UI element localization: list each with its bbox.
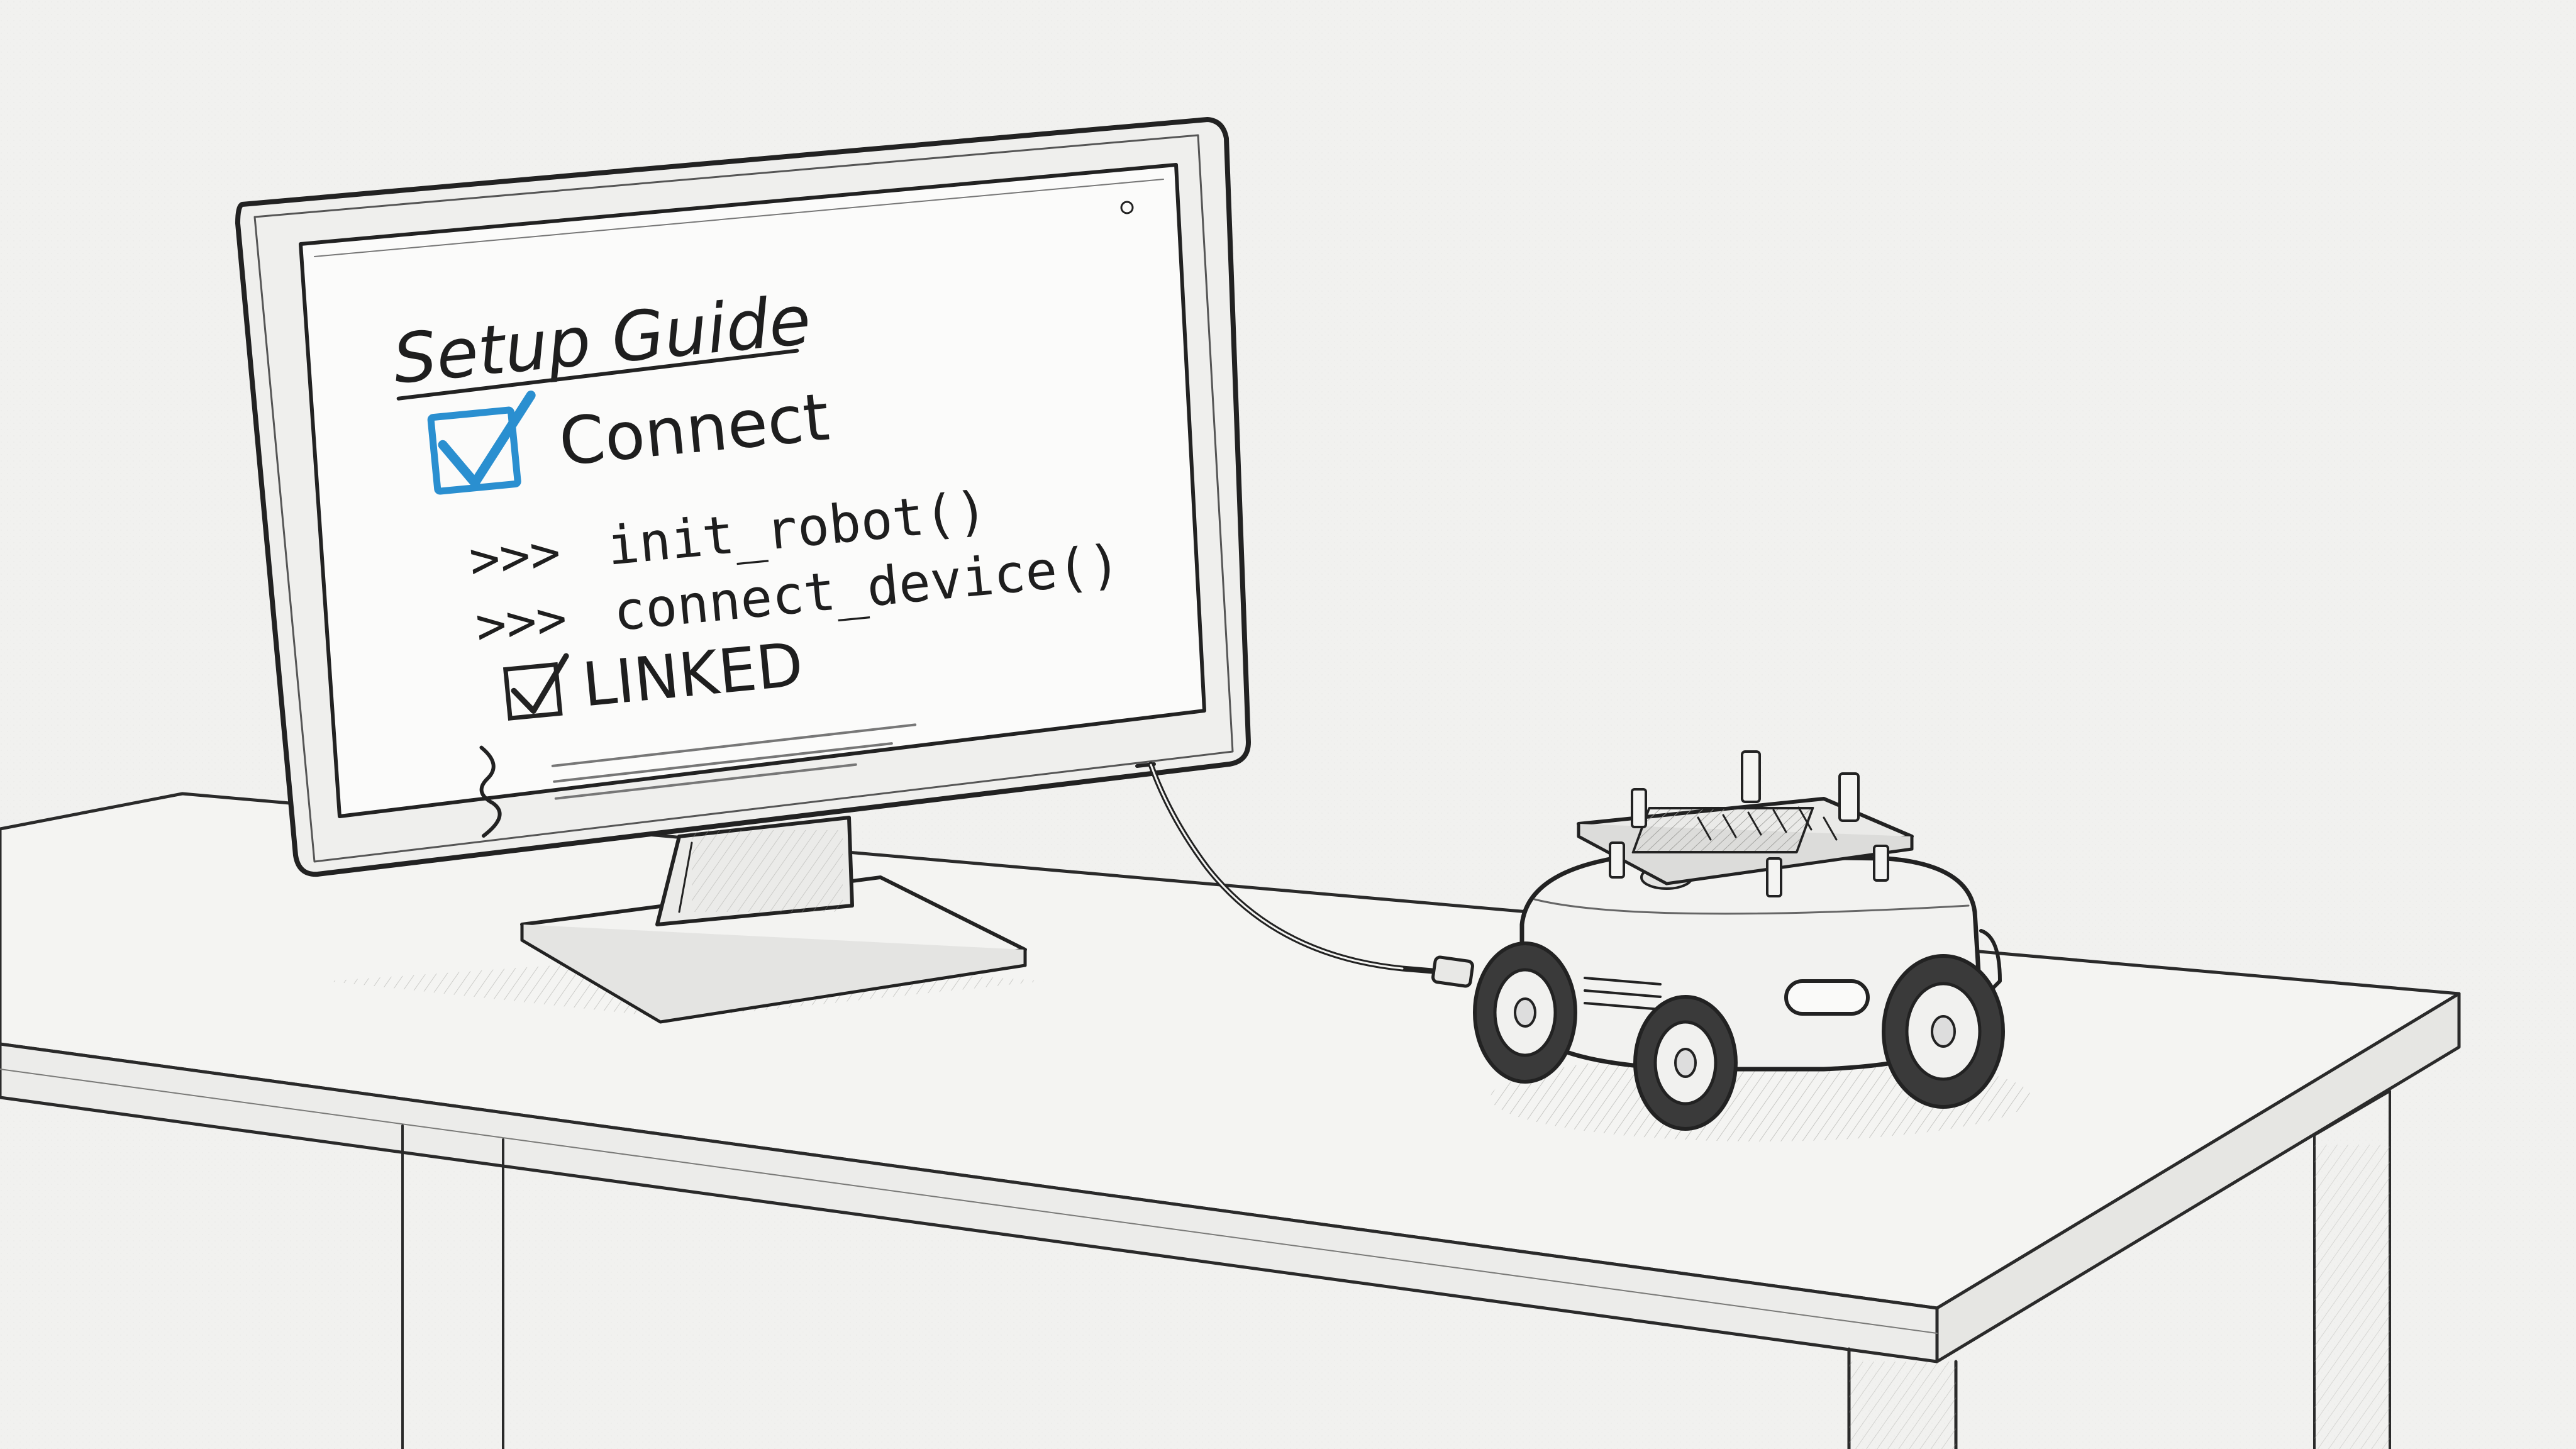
robot-pins bbox=[1609, 750, 1889, 897]
title-underline bbox=[396, 348, 799, 401]
placeholder-lines bbox=[551, 723, 917, 800]
cursor-squiggle bbox=[479, 745, 502, 838]
robot-wheel-front-left bbox=[1633, 995, 1738, 1131]
robot-car bbox=[1473, 750, 2031, 1141]
power-led-icon bbox=[1120, 201, 1134, 214]
robot-sensor-slot bbox=[1784, 979, 1870, 1016]
robot-wheel-back-left bbox=[1473, 941, 1577, 1084]
checkbox-small-icon bbox=[502, 653, 569, 721]
desk-side-edge bbox=[1935, 992, 2461, 1363]
monitor bbox=[235, 117, 1251, 1024]
monitor-screen bbox=[299, 163, 1206, 818]
robot-wheel-back-right bbox=[1979, 929, 2002, 989]
robot-wheel-front-right bbox=[1882, 954, 2005, 1109]
command-prompt-2: >>> bbox=[474, 589, 570, 655]
desk-leg-left bbox=[401, 1124, 504, 1449]
usb-plug bbox=[1431, 955, 1474, 988]
robot-vents bbox=[1584, 977, 1662, 1011]
checkbox-checked-icon[interactable] bbox=[427, 391, 539, 495]
command-prompt-1: >>> bbox=[467, 523, 563, 589]
